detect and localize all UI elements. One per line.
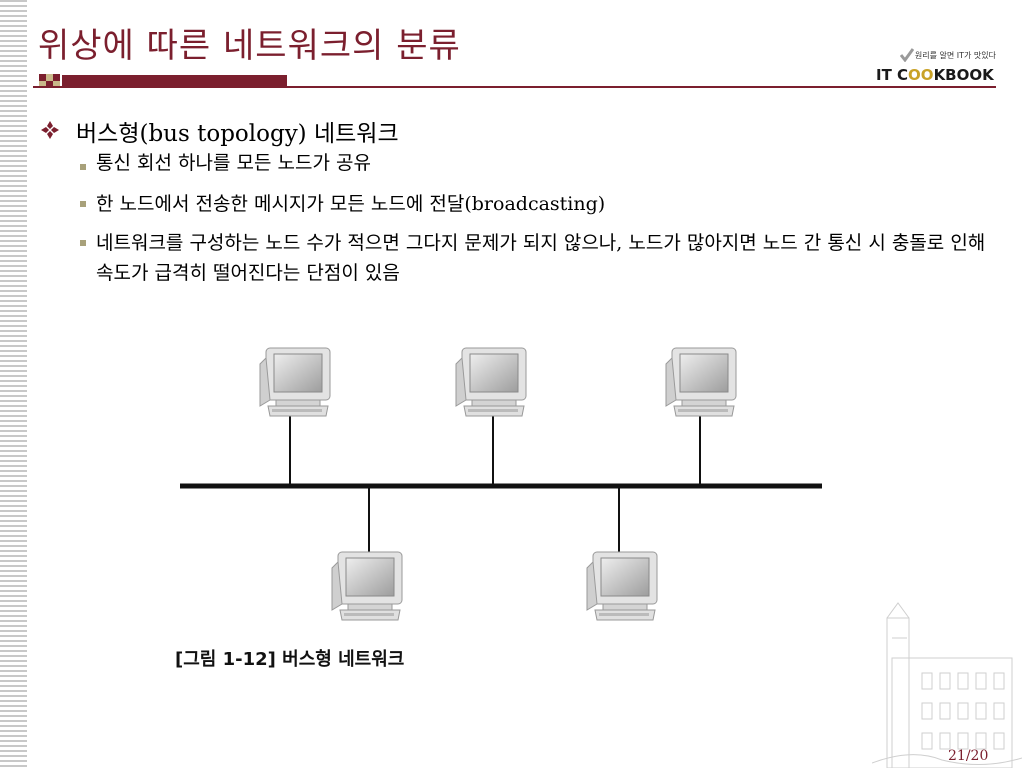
square-bullet-icon xyxy=(80,240,86,246)
brand-logo-suffix: KBOOK xyxy=(933,66,994,84)
brand-logo-text: IT COOKBOOK xyxy=(876,66,994,84)
checker-icon xyxy=(39,74,60,88)
computer-icon xyxy=(586,551,658,621)
square-bullet-icon xyxy=(80,201,86,207)
left-stripe-decoration xyxy=(0,0,27,768)
brand-tagline: 원리를 알면 IT가 맛있다 xyxy=(914,51,996,60)
building-illustration xyxy=(872,602,1022,768)
title-accent-bar xyxy=(62,75,287,86)
computer-icon xyxy=(331,551,403,621)
figure-caption: [그림 1-12] 버스형 네트워크 xyxy=(175,649,405,670)
computer-icon xyxy=(455,347,527,417)
main-bullet-text: 버스형(bus topology) 네트워크 xyxy=(76,121,399,147)
it-cookbook-logo: 원리를 알면 IT가 맛있다 IT COOKBOOK xyxy=(872,48,996,86)
slide-title: 위상에 따른 네트워크의 분류 xyxy=(38,26,461,66)
page-number: 21/20 xyxy=(948,748,989,764)
sub-bullet-3: 네트워크를 구성하는 노드 수가 적으면 그다지 문제가 되지 않으나, 노드가… xyxy=(96,232,986,284)
title-underline xyxy=(33,86,996,88)
computer-icon xyxy=(259,347,331,417)
checkmark-icon xyxy=(900,48,914,62)
square-bullet-icon xyxy=(80,164,86,170)
brand-logo-oo: OO xyxy=(908,66,934,84)
brand-logo-prefix: IT C xyxy=(876,66,909,84)
sub-bullet-2: 한 노드에서 전송한 메시지가 모든 노드에 전달(broadcasting) xyxy=(96,193,606,215)
diamond-bullet-icon xyxy=(41,121,59,139)
computer-icon xyxy=(665,347,737,417)
bus-topology-diagram xyxy=(180,347,822,621)
sub-bullet-1: 통신 회선 하나를 모든 노드가 공유 xyxy=(96,152,371,174)
